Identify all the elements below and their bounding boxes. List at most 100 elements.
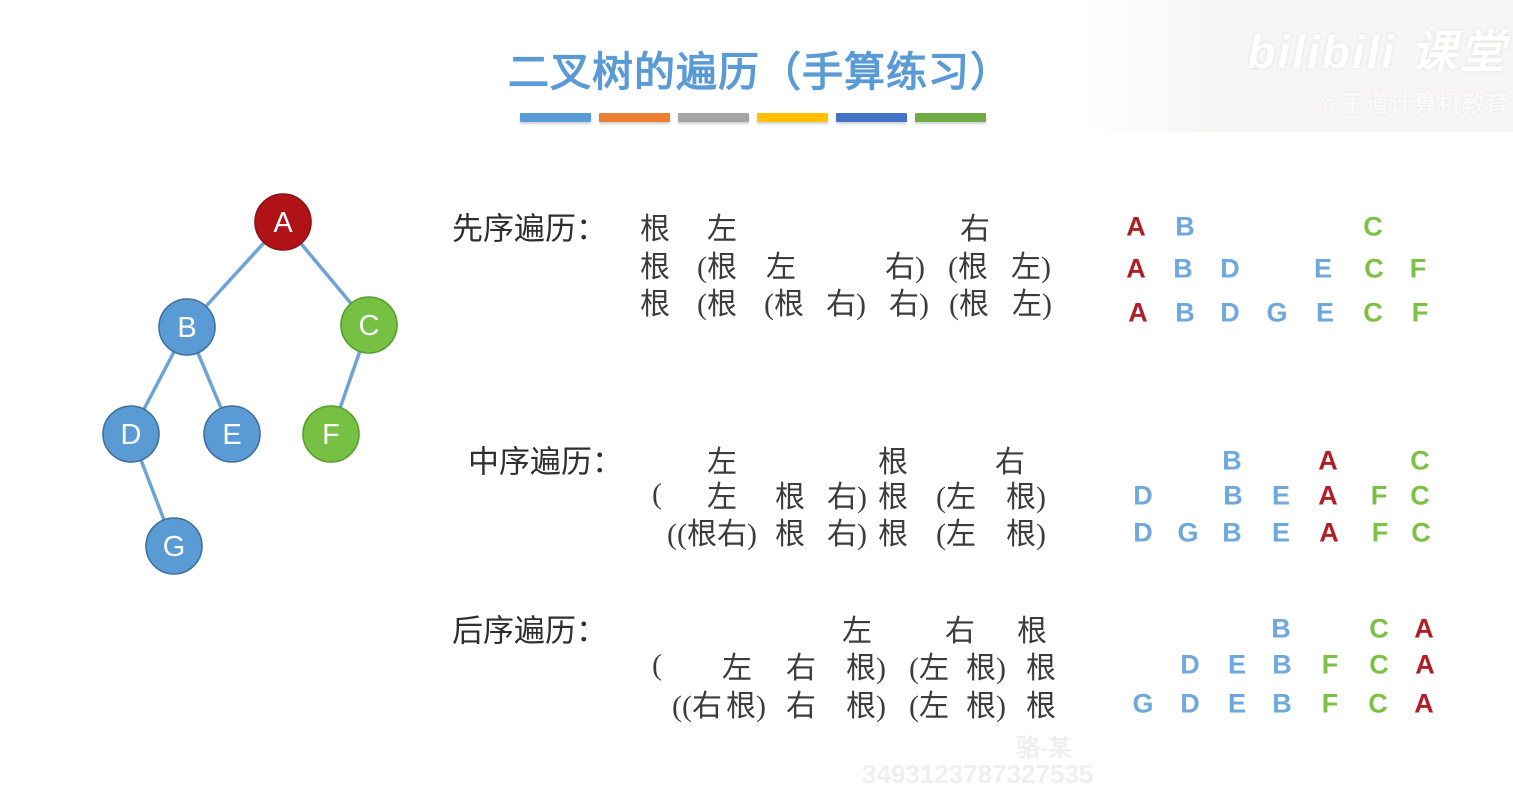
tree-node-label-B: B xyxy=(177,312,196,344)
inorder-label: 中序遍历： xyxy=(468,444,623,480)
title-divider xyxy=(520,109,994,127)
postorder-token-line2: 根) xyxy=(846,652,886,686)
postorder-token-line3: 右 xyxy=(786,690,816,724)
postorder-answer-line3-D: D xyxy=(1180,688,1200,719)
preorder-token-line3: 右) xyxy=(826,288,866,322)
inorder-answer-line2-C: C xyxy=(1410,480,1430,511)
preorder-token-line3: 根 xyxy=(640,288,670,322)
user-watermark-id: 3493123787327535 xyxy=(862,759,1094,790)
preorder-label: 先序遍历： xyxy=(452,211,607,247)
preorder-token-line1: 左 xyxy=(707,213,737,247)
preorder-token-line2: (根 xyxy=(948,251,988,285)
preorder-answer-line3-B: B xyxy=(1175,297,1195,328)
divider-segment xyxy=(678,113,749,122)
inorder-token-line3: ((根右) xyxy=(667,518,757,552)
postorder-token-line1: 左 xyxy=(842,615,872,649)
inorder-token-line2: 右) xyxy=(827,481,867,515)
postorder-token-line3: 根) xyxy=(726,690,766,724)
inorder-token-line1: 右 xyxy=(995,446,1025,480)
postorder-answer-line3-E: E xyxy=(1227,688,1247,719)
inorder-answer-line1-B: B xyxy=(1222,445,1242,476)
postorder-answer-line2-E: E xyxy=(1227,649,1247,680)
inorder-token-line2: ( xyxy=(652,477,662,511)
inorder-token-line3: 根 xyxy=(878,518,908,552)
inorder-answer-line3-D: D xyxy=(1133,517,1153,548)
preorder-token-line3: 左) xyxy=(1012,288,1052,322)
inorder-token-line3: 根 xyxy=(775,518,805,552)
tree-node-G xyxy=(145,517,203,575)
postorder-token-line3: 根) xyxy=(966,690,1006,724)
divider-segment xyxy=(836,113,907,122)
tree-node-label-A: A xyxy=(273,207,293,239)
postorder-token-line3: ((右 xyxy=(672,690,722,724)
preorder-answer-line3-F: F xyxy=(1411,297,1429,328)
watermark-subtitle: @王道计算机教育 xyxy=(1317,91,1509,118)
preorder-answer-line3-C: C xyxy=(1363,297,1383,328)
preorder-token-line1: 根 xyxy=(640,213,670,247)
preorder-token-line2: 根 xyxy=(640,251,670,285)
bilibili-logo: bilibili 课堂 xyxy=(1247,26,1507,78)
postorder-answer-line1-A: A xyxy=(1414,613,1434,644)
postorder-answer-line3-A: A xyxy=(1414,688,1434,719)
inorder-token-line1: 左 xyxy=(707,446,737,480)
postorder-answer-line2-D: D xyxy=(1180,649,1200,680)
inorder-answer-line2-E: E xyxy=(1271,480,1291,511)
postorder-token-line2: 根) xyxy=(966,652,1006,686)
tree-node-label-G: G xyxy=(163,531,186,563)
divider-segment xyxy=(520,113,591,122)
tree-node-A xyxy=(254,193,312,251)
postorder-answer-line1-B: B xyxy=(1271,613,1291,644)
postorder-answer-line3-B: B xyxy=(1272,688,1292,719)
preorder-token-line2: 左 xyxy=(766,251,796,285)
inorder-token-line3: (左 xyxy=(936,518,976,552)
inorder-answer-line2-A: A xyxy=(1318,480,1338,511)
postorder-token-line3: 根 xyxy=(1026,690,1056,724)
inorder-answer-line3-A: A xyxy=(1319,517,1339,548)
divider-segment xyxy=(757,113,828,122)
inorder-token-line2: (左 xyxy=(936,481,976,515)
inorder-answer-line3-G: G xyxy=(1177,517,1199,548)
preorder-answer-line3-A: A xyxy=(1128,297,1148,328)
preorder-token-line3: (根 xyxy=(764,288,804,322)
postorder-token-line3: 根) xyxy=(846,690,886,724)
inorder-token-line1: 根 xyxy=(878,446,908,480)
tree-node-C xyxy=(340,296,398,354)
inorder-token-line2: 根 xyxy=(775,481,805,515)
inorder-answer-line1-C: C xyxy=(1410,445,1430,476)
inorder-token-line2: 左 xyxy=(707,481,737,515)
postorder-token-line2: 根 xyxy=(1026,652,1056,686)
inorder-token-line3: 右) xyxy=(827,518,867,552)
watermark-area: bilibili 课堂 @王道计算机教育 xyxy=(1080,0,1513,132)
postorder-answer-line2-A: A xyxy=(1415,649,1435,680)
postorder-token-line2: 右 xyxy=(786,652,816,686)
postorder-answer-line2-F: F xyxy=(1321,649,1339,680)
postorder-answer-line3-F: F xyxy=(1321,688,1339,719)
inorder-token-line2: 根 xyxy=(878,481,908,515)
divider-segment xyxy=(915,113,986,122)
preorder-token-line2: 左) xyxy=(1011,251,1051,285)
postorder-token-line1: 右 xyxy=(945,615,975,649)
preorder-answer-line2-F: F xyxy=(1409,253,1427,284)
postorder-answer-line3-C: C xyxy=(1368,688,1388,719)
divider-segment xyxy=(599,113,670,122)
preorder-answer-line2-E: E xyxy=(1313,253,1333,284)
preorder-token-line3: (根 xyxy=(949,288,989,322)
postorder-answer-line3-G: G xyxy=(1132,688,1154,719)
preorder-answer-line3-E: E xyxy=(1315,297,1335,328)
inorder-answer-line3-C: C xyxy=(1411,517,1431,548)
inorder-answer-line1-A: A xyxy=(1318,445,1338,476)
preorder-answer-line2-B: B xyxy=(1173,253,1193,284)
inorder-answer-line2-B: B xyxy=(1223,480,1243,511)
preorder-answer-line3-G: G xyxy=(1266,297,1288,328)
preorder-token-line2: 右) xyxy=(885,251,925,285)
inorder-answer-line3-F: F xyxy=(1371,517,1389,548)
postorder-answer-line1-C: C xyxy=(1369,613,1389,644)
postorder-label: 后序遍历： xyxy=(452,613,607,649)
inorder-token-line2: 根) xyxy=(1006,481,1046,515)
user-watermark: 骆-某 3493123787327535 xyxy=(862,736,1122,788)
postorder-answer-line2-C: C xyxy=(1369,649,1389,680)
preorder-token-line2: (根 xyxy=(697,251,737,285)
preorder-answer-line1-A: A xyxy=(1126,211,1146,242)
inorder-answer-line2-F: F xyxy=(1370,480,1388,511)
